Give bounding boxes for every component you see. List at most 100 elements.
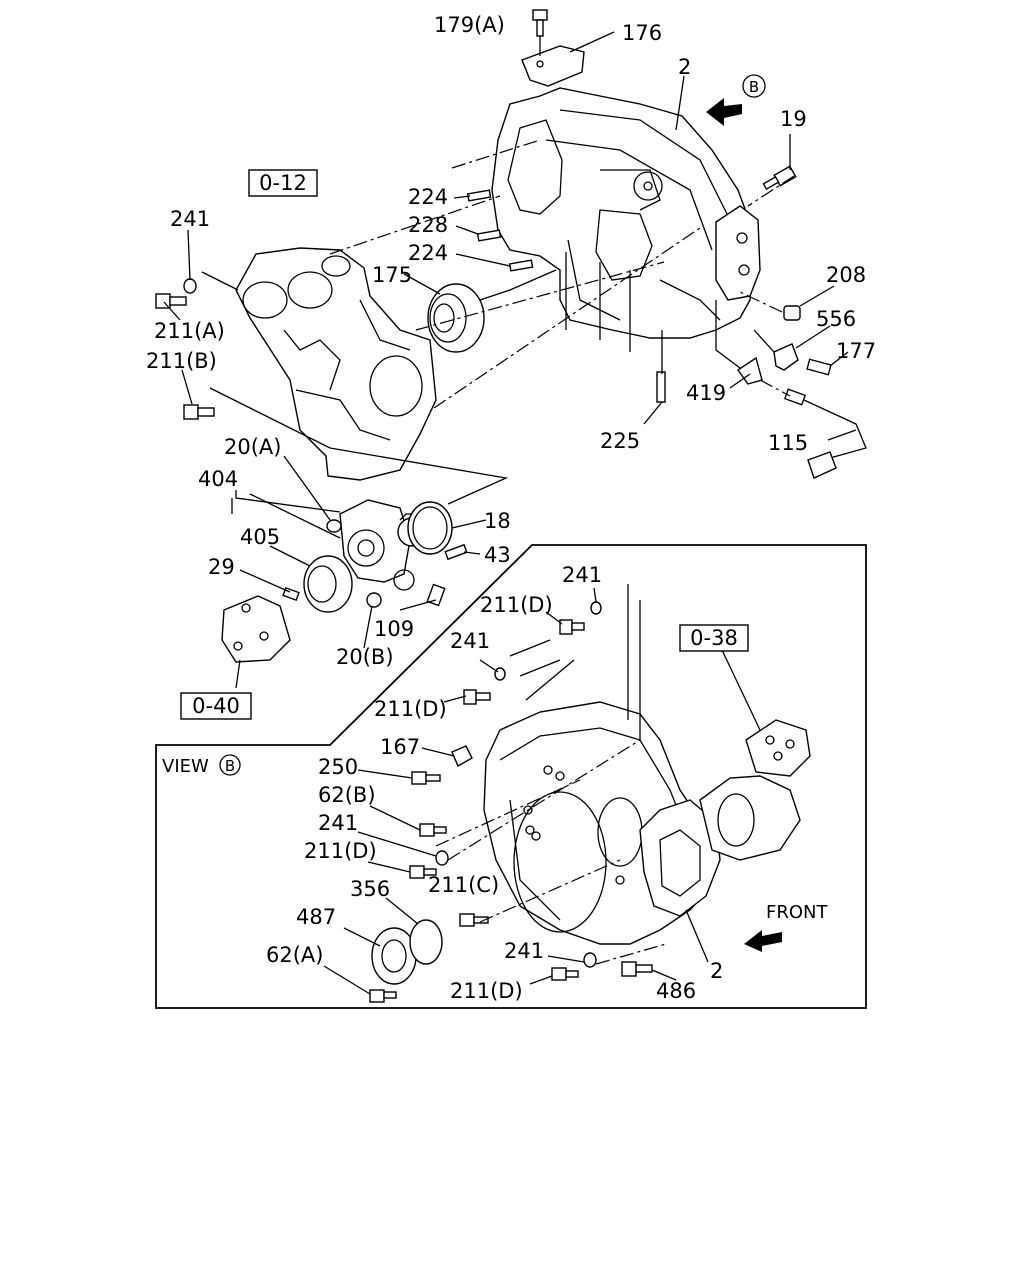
leader-lines (163, 31, 857, 995)
callout-208: 208 (826, 263, 866, 287)
bolt-211a (155, 293, 187, 309)
air-compressor-038 (699, 719, 811, 861)
o-ring-18 (407, 501, 453, 555)
callout-486: 486 (656, 979, 696, 1003)
plug-167 (451, 745, 473, 767)
callout-228: 228 (408, 213, 448, 237)
view-b-circle-marker (219, 754, 241, 776)
bolt-19 (762, 165, 797, 191)
view-b-marker-letter: B (225, 757, 235, 775)
callout-404: 404 (198, 467, 238, 491)
front-direction-arrow (744, 930, 782, 952)
bolt-179a (532, 9, 548, 37)
callout-176: 176 (622, 21, 662, 45)
view-b-direction-arrow (706, 98, 742, 126)
flywheel-housing-top (466, 87, 761, 352)
washer-241-bottom (583, 952, 597, 968)
callout-29: 29 (208, 555, 235, 579)
callout-179a: 179(A) (434, 13, 505, 37)
bearing-405 (303, 555, 353, 613)
bolt-211d-c (409, 865, 437, 879)
callout-250: 250 (318, 755, 358, 779)
bolt-211d-d (551, 967, 579, 981)
callout-115: 115 (768, 431, 808, 455)
valve-109 (426, 583, 446, 607)
bolt-211d-b (463, 689, 491, 705)
bolt-62a (369, 989, 397, 1003)
callout-241-a: 241 (170, 207, 210, 231)
bolt-43 (444, 543, 468, 561)
callout-43: 43 (484, 543, 511, 567)
top-view-b-marker-letter: B (749, 78, 759, 96)
bracket-176 (521, 45, 585, 87)
callout-211a: 211(A) (154, 319, 225, 343)
callout-241-d: 241 (318, 811, 358, 835)
callout-405: 405 (240, 525, 280, 549)
bolt-211c (459, 913, 489, 927)
callout-225: 225 (600, 429, 640, 453)
callout-labels: 179(A) 176 2 19 224 228 224 241 175 208 … (146, 13, 876, 1003)
callout-556: 556 (816, 307, 856, 331)
callout-487: 487 (296, 905, 336, 929)
callout-167: 167 (380, 735, 420, 759)
bolt-211b (183, 404, 215, 420)
callout-19: 19 (780, 107, 807, 131)
bolt-62b (419, 823, 447, 837)
callout-109: 109 (374, 617, 414, 641)
bolt-211d-a (559, 619, 585, 635)
nut-20a (326, 519, 342, 533)
ref-box-0-12-label: 0-12 (259, 171, 307, 195)
washer-241-view-b (435, 850, 449, 866)
callout-2-top: 2 (678, 55, 691, 79)
bolt-486 (621, 961, 653, 977)
sensor-115 (783, 388, 867, 479)
callout-211d-d: 211(D) (450, 979, 523, 1003)
washer-241-top (590, 601, 602, 615)
callout-211d-b: 211(D) (374, 697, 447, 721)
washer-241 (183, 278, 197, 294)
dowel-208 (783, 305, 801, 321)
top-view-b-circle-marker (742, 74, 766, 98)
ref-box-0-38 (679, 624, 749, 652)
assembly-lines (201, 139, 795, 965)
callout-241-c: 241 (450, 629, 490, 653)
callout-20a: 20(A) (224, 435, 281, 459)
flywheel-housing-view-b (483, 701, 721, 945)
cover-487 (371, 927, 417, 985)
callout-211b: 211(B) (146, 349, 217, 373)
front-label: FRONT (766, 902, 828, 923)
stud-225 (656, 371, 666, 403)
bolt-250 (411, 771, 441, 785)
ref-box-0-40-label: 0-40 (192, 694, 240, 718)
nut-20b (366, 592, 382, 608)
callout-241-b: 241 (562, 563, 602, 587)
view-b-label: VIEW (162, 756, 209, 777)
coupling-040 (221, 595, 291, 663)
callout-224-a: 224 (408, 185, 448, 209)
callout-211d-a: 211(D) (480, 593, 553, 617)
callout-419: 419 (686, 381, 726, 405)
ref-box-0-38-label: 0-38 (690, 626, 738, 650)
callout-62a: 62(A) (266, 943, 323, 967)
callout-211d-c: 211(D) (304, 839, 377, 863)
washer-241-mid (494, 667, 506, 681)
callout-20b: 20(B) (336, 645, 394, 669)
callout-62b: 62(B) (318, 783, 376, 807)
callout-224-b: 224 (408, 241, 448, 265)
o-ring-356 (409, 919, 443, 965)
bracket-419 (737, 343, 832, 385)
callout-356: 356 (350, 877, 390, 901)
callout-177: 177 (836, 339, 876, 363)
view-b-frame (155, 544, 867, 1009)
callout-211c: 211(C) (428, 873, 499, 897)
callout-175: 175 (372, 263, 412, 287)
callout-2-bottom: 2 (710, 959, 723, 983)
ref-box-0-12 (248, 169, 318, 197)
callout-241-e: 241 (504, 939, 544, 963)
ref-box-0-40 (180, 692, 252, 720)
oil-seal-175 (427, 283, 485, 353)
engine-block (235, 247, 437, 481)
callout-18: 18 (484, 509, 511, 533)
